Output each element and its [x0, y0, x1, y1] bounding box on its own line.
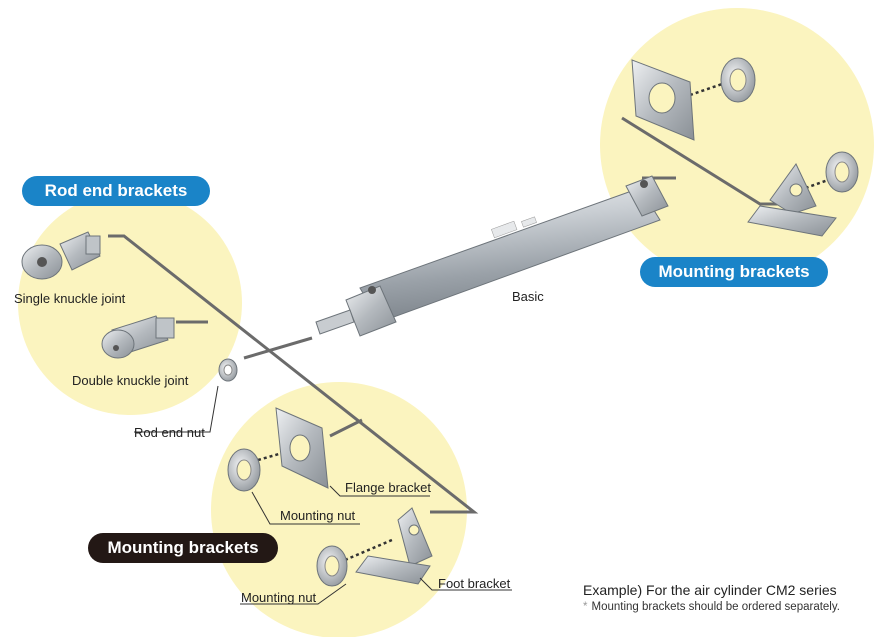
double-knuckle-joint [101, 315, 175, 359]
rod-end-nut-label: Rod end nut [134, 425, 205, 440]
rod-end-brackets-title: Rod end brackets [22, 176, 210, 206]
mounting-nut-right-top [720, 57, 756, 103]
mounting-nut-label-bottom: Mounting nut [241, 590, 317, 605]
leader-lines [134, 385, 512, 605]
mounting-right-circle [600, 8, 874, 282]
example-caption: Example) For the air cylinder CM2 series [583, 582, 837, 598]
order-note: *Mounting brackets should be ordered sep… [583, 601, 840, 613]
mounting-nut-bottom-top [227, 448, 261, 492]
flange-bracket-right [631, 59, 695, 141]
order-note-text: Mounting brackets should be ordered sepa… [591, 601, 840, 613]
basic-label: Basic [512, 289, 544, 304]
mounting-nut-bottom-bottom [316, 545, 348, 587]
double-knuckle-joint-label: Double knuckle joint [72, 373, 189, 388]
single-knuckle-joint [21, 231, 101, 280]
air-cylinder [315, 175, 669, 337]
mounting-nut-right-bottom [825, 151, 859, 193]
mounting-brackets-right-title: Mounting brackets [640, 257, 828, 287]
single-knuckle-joint-label: Single knuckle joint [14, 291, 126, 306]
flange-bracket-bottom [275, 407, 329, 489]
flange-bracket-label: Flange bracket [345, 480, 431, 495]
mounting-brackets-bottom-title: Mounting brackets [88, 533, 278, 563]
rod-end-nut [218, 358, 238, 382]
foot-bracket-right [747, 163, 837, 237]
mounting-nut-label-top: Mounting nut [280, 508, 356, 523]
asterisk-mark: * [583, 601, 588, 613]
foot-bracket-label: Foot bracket [438, 576, 511, 591]
foot-bracket-bottom [355, 507, 433, 585]
